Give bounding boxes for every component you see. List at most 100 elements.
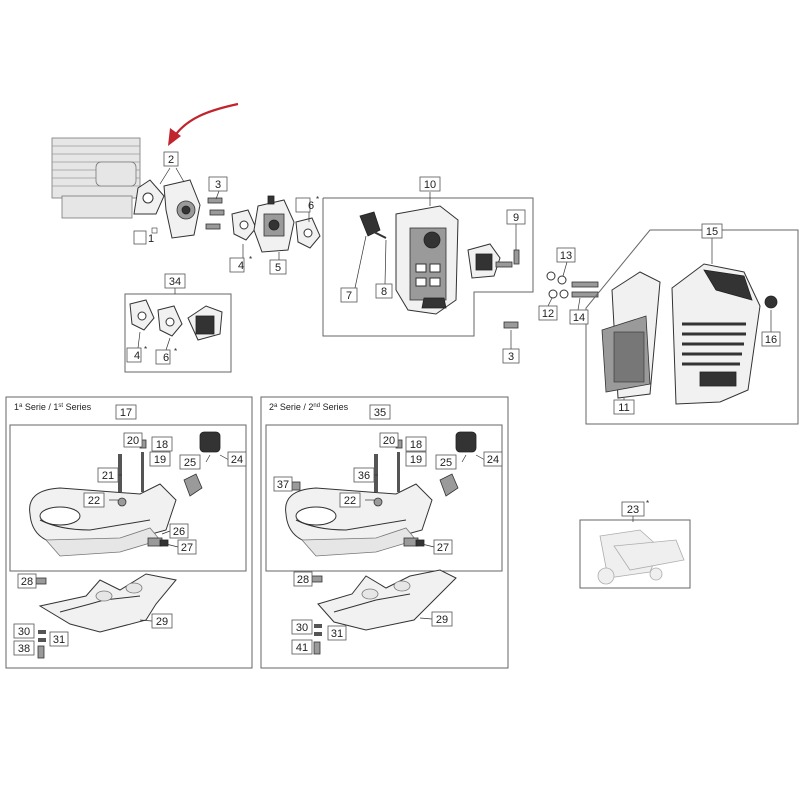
series1-frame xyxy=(5,396,253,669)
series2-title: 2a Serie / 2nd Series xyxy=(269,402,349,412)
group-35-frame xyxy=(265,424,503,572)
callout-26: 26 xyxy=(173,526,185,538)
callout-1: 1 xyxy=(148,233,154,245)
callout-28: 28 xyxy=(21,576,33,588)
callout-23-star: * xyxy=(646,499,649,508)
washers-bolts xyxy=(546,271,599,299)
callout-6-kit-star: * xyxy=(174,347,177,356)
filter-bracket xyxy=(395,205,459,315)
series1-screw-38 xyxy=(37,645,45,659)
engine-cylinder xyxy=(51,137,141,219)
callout-9: 9 xyxy=(513,212,519,224)
callout-36: 36 xyxy=(358,470,370,482)
callout-7: 7 xyxy=(346,290,352,302)
callout-29: 29 xyxy=(156,616,168,628)
callout-41: 41 xyxy=(296,642,308,654)
callout-13: 13 xyxy=(560,250,572,262)
knob-16 xyxy=(764,295,778,309)
choke-lever xyxy=(359,211,387,239)
series2-guard xyxy=(317,569,457,631)
callout-29-s2: 29 xyxy=(436,614,448,626)
callout-8: 8 xyxy=(381,286,387,298)
kit-34-frame xyxy=(124,293,232,373)
series1-stud-21 xyxy=(118,454,122,492)
air-filter-element xyxy=(601,271,661,399)
intake-gasket xyxy=(133,179,165,215)
series1-title: 1a Serie / 1st Series xyxy=(14,402,92,412)
series1-heat-shield xyxy=(183,431,221,497)
kit-23-frame xyxy=(579,519,691,589)
gasket-kit xyxy=(597,529,685,585)
callout-20: 20 xyxy=(127,435,139,447)
callout-22: 22 xyxy=(88,495,100,507)
air-filter-cover xyxy=(671,263,761,405)
callout-11: 11 xyxy=(618,402,629,414)
callout-10: 10 xyxy=(424,179,436,191)
series1-washers-30-31 xyxy=(38,630,46,642)
callout-30-s2: 30 xyxy=(296,622,308,634)
callout-19-s2: 19 xyxy=(410,454,422,466)
series1-stud-19 xyxy=(141,452,144,492)
callout-17: 17 xyxy=(120,407,132,419)
asterisk-icon xyxy=(151,227,158,234)
callout-27: 27 xyxy=(181,542,193,554)
callout-21: 21 xyxy=(102,470,114,482)
callout-35: 35 xyxy=(374,407,386,419)
series2-stud-19 xyxy=(397,452,400,492)
carburetor xyxy=(253,195,295,253)
screws-3 xyxy=(205,197,225,230)
series2-frame xyxy=(260,396,509,669)
group-15-frame xyxy=(585,229,799,425)
callout-3: 3 xyxy=(215,179,221,191)
series2-washers-30-31 xyxy=(314,624,322,636)
series1-nut-22 xyxy=(117,497,127,507)
intake-manifold xyxy=(163,179,201,239)
group-17-frame xyxy=(9,424,247,572)
series1-spark-arrestor xyxy=(147,537,169,547)
callout-6: 6 xyxy=(308,200,314,212)
callout-28-s2: 28 xyxy=(297,574,309,586)
callout-25: 25 xyxy=(184,457,196,469)
callout-37: 37 xyxy=(277,479,289,491)
series2-screw-41 xyxy=(313,641,321,655)
callout-12: 12 xyxy=(542,308,554,320)
callout-30: 30 xyxy=(18,626,30,638)
series1-bolt-28 xyxy=(35,577,47,585)
callout-15: 15 xyxy=(706,226,718,238)
callout-19: 19 xyxy=(154,454,166,466)
callout-31: 31 xyxy=(53,634,65,646)
series1-guard xyxy=(38,573,177,633)
callout-2: 2 xyxy=(168,154,174,166)
pointer-arrow xyxy=(168,102,239,146)
callout-4-star: * xyxy=(249,255,252,264)
callout-4: 4 xyxy=(238,260,244,272)
callout-25-s2: 25 xyxy=(440,457,452,469)
callout-4-kit-star: * xyxy=(144,345,147,354)
screw-9 xyxy=(495,249,520,268)
group-10-frame xyxy=(322,197,534,337)
callout-18: 18 xyxy=(156,439,168,451)
series2-stud-36 xyxy=(374,454,378,492)
callout-14: 14 xyxy=(573,312,585,324)
callout-31-s2: 31 xyxy=(331,628,343,640)
callout-22-s2: 22 xyxy=(344,495,356,507)
kit-part-unit xyxy=(187,305,223,341)
callout-16: 16 xyxy=(765,334,777,346)
callout-24-s2: 24 xyxy=(487,454,499,466)
callout-5: 5 xyxy=(275,262,281,274)
callout-27-s2: 27 xyxy=(437,542,449,554)
series2-muffler xyxy=(285,483,433,557)
filter-cover-unit xyxy=(467,243,501,279)
series2-part-37 xyxy=(291,481,301,491)
callout-24: 24 xyxy=(231,454,243,466)
series2-bolt-28 xyxy=(311,575,323,583)
series2-heat-shield xyxy=(439,431,477,497)
callout-23: 23 xyxy=(627,504,639,516)
callout-34: 34 xyxy=(169,276,181,288)
callout-38: 38 xyxy=(18,643,30,655)
callout-18-s2: 18 xyxy=(410,439,422,451)
callout-6-kit: 6 xyxy=(163,352,169,364)
callout-6-star: * xyxy=(316,195,319,204)
series2-nut-22 xyxy=(373,497,383,507)
